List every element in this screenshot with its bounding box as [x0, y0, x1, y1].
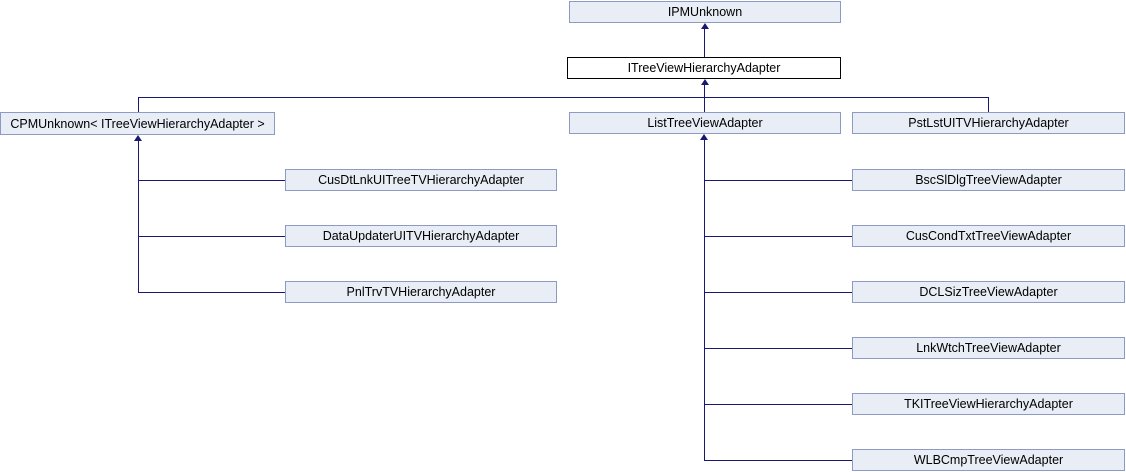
- inheritance-edge-segment: [704, 29, 705, 57]
- inheritance-edge-segment: [138, 236, 285, 237]
- class-node-cuscondtxt[interactable]: CusCondTxtTreeViewAdapter: [852, 225, 1125, 247]
- class-node-itreeview[interactable]: ITreeViewHierarchyAdapter: [567, 57, 841, 79]
- class-node-pstlst[interactable]: PstLstUITVHierarchyAdapter: [852, 112, 1125, 134]
- inheritance-edge-segment: [704, 348, 852, 349]
- inheritance-edge-segment: [704, 140, 705, 460]
- class-node-cpmunknown[interactable]: CPMUnknown< ITreeViewHierarchyAdapter >: [0, 112, 275, 135]
- inheritance-edge-segment: [138, 97, 139, 112]
- inheritance-arrow-icon: [134, 135, 142, 141]
- class-node-tki[interactable]: TKITreeViewHierarchyAdapter: [852, 393, 1125, 415]
- class-node-lnkwtch[interactable]: LnkWtchTreeViewAdapter: [852, 337, 1125, 359]
- class-node-bscsldlg[interactable]: BscSlDlgTreeViewAdapter: [852, 169, 1125, 191]
- inheritance-edge-segment: [704, 460, 852, 461]
- inheritance-edge-segment: [704, 85, 705, 97]
- inheritance-edge-segment: [704, 97, 705, 112]
- inheritance-edge-segment: [138, 292, 285, 293]
- class-node-cusdtlnk[interactable]: CusDtLnkUITreeTVHierarchyAdapter: [285, 169, 557, 191]
- inheritance-edge-segment: [704, 292, 852, 293]
- class-node-pnltrv[interactable]: PnlTrvTVHierarchyAdapter: [285, 281, 557, 303]
- inheritance-edge-segment: [704, 236, 852, 237]
- inheritance-arrow-icon: [701, 79, 709, 85]
- inheritance-edge-segment: [988, 97, 989, 112]
- inheritance-edge-segment: [138, 180, 285, 181]
- inheritance-edge-segment: [704, 404, 852, 405]
- inheritance-arrow-icon: [701, 23, 709, 29]
- class-node-ipmunknown[interactable]: IPMUnknown: [569, 1, 841, 23]
- inheritance-edge-segment: [138, 141, 139, 292]
- inheritance-edge-segment: [138, 97, 989, 98]
- class-node-dataupdater[interactable]: DataUpdaterUITVHierarchyAdapter: [285, 225, 557, 247]
- class-node-listtreeview[interactable]: ListTreeViewAdapter: [569, 112, 841, 134]
- inheritance-arrow-icon: [700, 134, 708, 140]
- class-node-wlbcmp[interactable]: WLBCmpTreeViewAdapter: [852, 449, 1125, 471]
- class-node-dclsiz[interactable]: DCLSizTreeViewAdapter: [852, 281, 1125, 303]
- inheritance-edge-segment: [704, 180, 852, 181]
